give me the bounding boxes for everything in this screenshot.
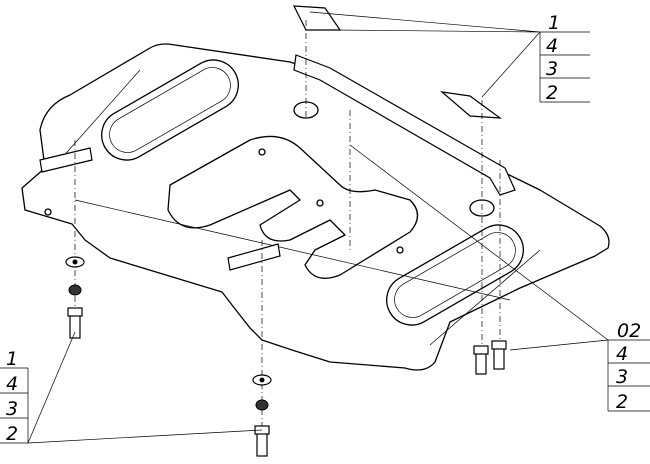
callout-label: 3 bbox=[546, 58, 558, 80]
callout-label: 4 bbox=[616, 343, 628, 365]
skid-plate-outline bbox=[21, 43, 610, 371]
callout-label: 1 bbox=[548, 12, 560, 34]
callout-label: 2 bbox=[546, 82, 558, 104]
callout-label: 4 bbox=[546, 35, 558, 57]
callout-middle-right: 02 4 3 2 bbox=[607, 320, 650, 413]
callout-label: 3 bbox=[616, 366, 628, 388]
fasteners-left bbox=[65, 256, 85, 339]
callout-label: 1 bbox=[6, 348, 18, 370]
fasteners-right bbox=[473, 340, 507, 375]
plate-bend-line bbox=[59, 69, 541, 346]
axis-lines bbox=[74, 20, 501, 430]
callout-label: 3 bbox=[6, 398, 18, 420]
callout-label: 2 bbox=[616, 391, 628, 413]
leader-lines bbox=[27, 11, 609, 444]
brackets bbox=[39, 5, 516, 271]
callout-label: 02 bbox=[617, 320, 641, 342]
callout-label: 2 bbox=[6, 423, 18, 445]
callout-top-right: 1 4 3 2 bbox=[539, 12, 590, 104]
embossed-ribs bbox=[101, 59, 524, 326]
callout-bottom-left: 1 4 3 2 bbox=[0, 348, 29, 445]
callout-label: 4 bbox=[6, 373, 18, 395]
